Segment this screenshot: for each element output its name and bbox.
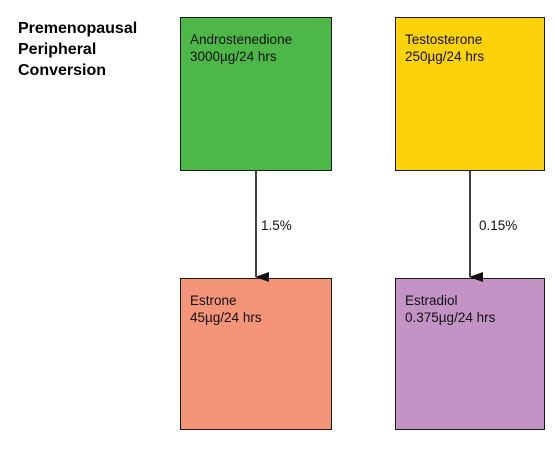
conversion-rate-estradiol: 0.15%: [479, 218, 518, 233]
conversion-rate-estrone: 1.5%: [261, 218, 292, 233]
title-line-1: Premenopausal: [18, 20, 138, 37]
androstenedione-amount: 3000µg/24 hrs: [190, 49, 277, 64]
estrone-amount: 45µg/24 hrs: [190, 310, 262, 325]
estrone-label: Estrone: [190, 293, 237, 308]
estrone-box: Estrone 45µg/24 hrs: [180, 278, 332, 430]
estradiol-box: Estradiol 0.375µg/24 hrs: [395, 278, 545, 430]
testosterone-amount: 250µg/24 hrs: [405, 49, 485, 64]
estradiol-amount: 0.375µg/24 hrs: [405, 310, 496, 325]
title-line-2: Peripheral: [18, 41, 97, 58]
diagram-title: Premenopausal Peripheral Conversion: [18, 18, 137, 81]
title-line-3: Conversion: [18, 62, 107, 79]
testosterone-box: Testosterone 250µg/24 hrs: [395, 17, 545, 171]
estradiol-label: Estradiol: [405, 293, 458, 308]
testosterone-label: Testosterone: [405, 32, 483, 47]
androstenedione-label: Androstenedione: [190, 32, 293, 47]
androstenedione-box: Androstenedione 3000µg/24 hrs: [180, 17, 332, 171]
